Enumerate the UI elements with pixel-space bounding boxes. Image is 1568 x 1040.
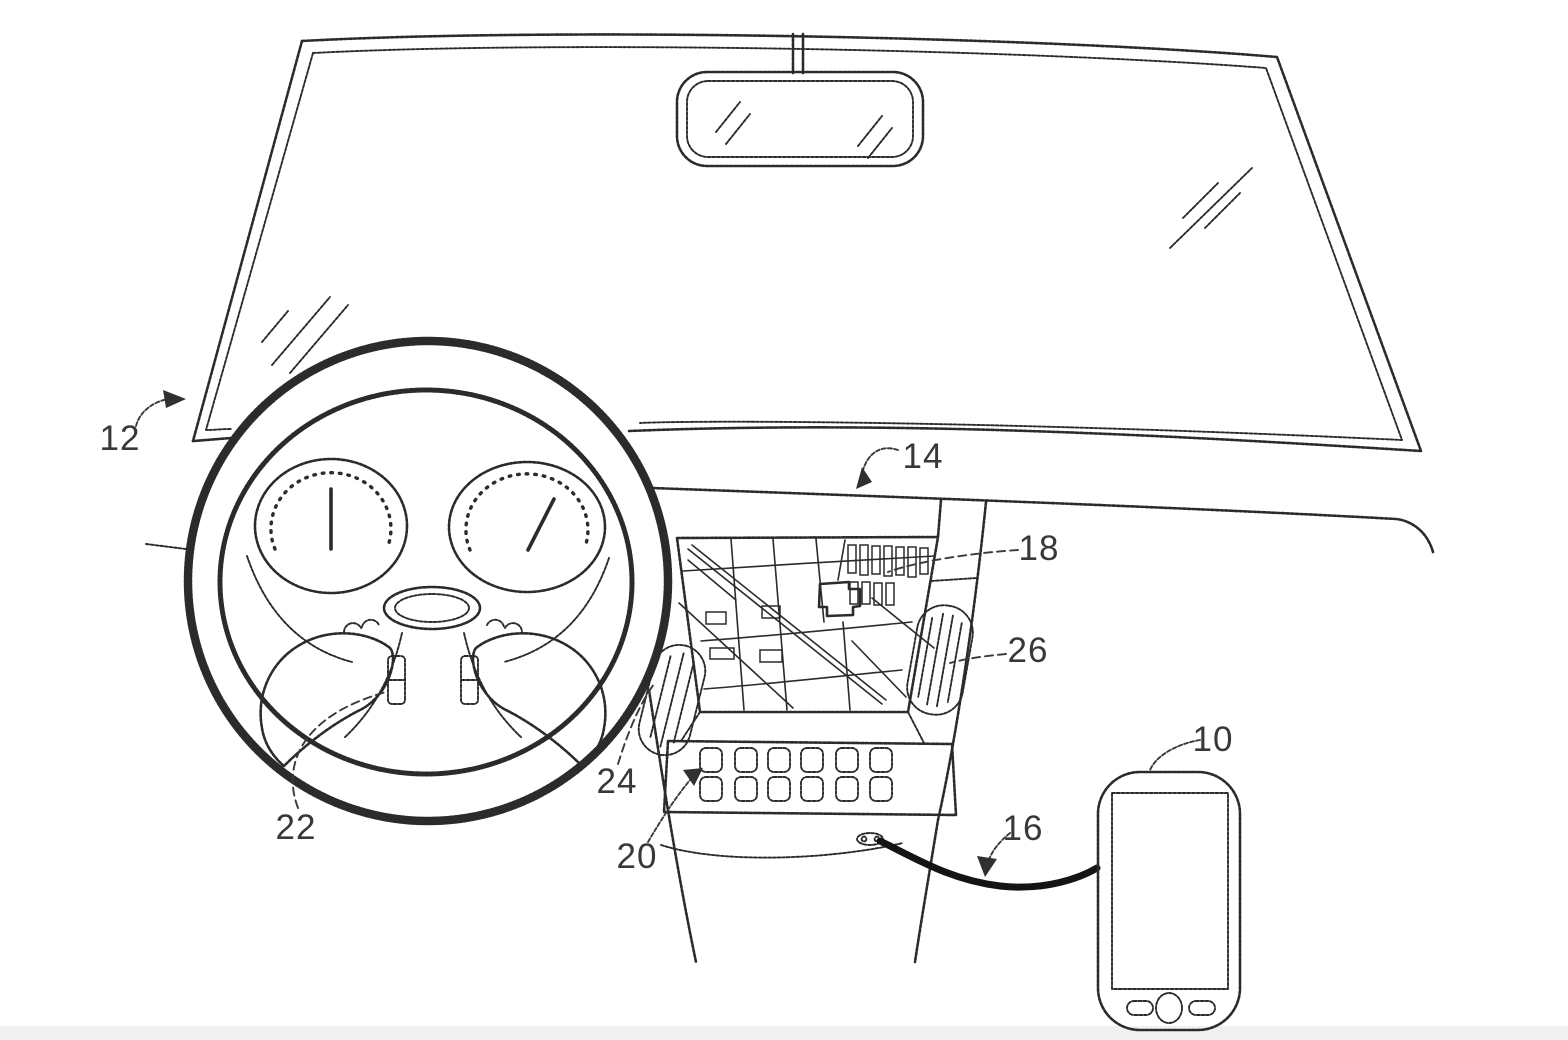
dashboard-edge — [650, 486, 1435, 554]
annotation-20: 20 — [617, 768, 703, 876]
annotation-18: 18 — [887, 529, 1060, 573]
spoke-thumb-bumps — [343, 618, 523, 633]
phone-left-button — [1126, 1000, 1154, 1016]
wheel-control-buttons — [387, 655, 479, 705]
display-bezel — [675, 535, 940, 714]
map-landmark-building — [817, 580, 862, 618]
wheel-inner-rim — [217, 387, 635, 777]
phone-right-button — [1188, 1000, 1216, 1016]
ref-label-14: 14 — [903, 437, 944, 476]
smartphone — [1096, 770, 1242, 1032]
panel-outline — [662, 739, 958, 817]
annotation-16: 16 — [977, 809, 1044, 877]
steering-wheel — [145, 336, 673, 826]
wheel-outer-rim — [183, 336, 673, 826]
navigation-map-display — [675, 535, 940, 714]
phone-body — [1096, 770, 1242, 1032]
map-streets — [678, 538, 936, 711]
ref-label-20: 20 — [617, 837, 658, 876]
horn-button — [382, 585, 482, 631]
mirror-stem — [791, 32, 805, 75]
ref-label-10: 10 — [1193, 720, 1234, 759]
right-gauge — [447, 460, 607, 594]
windshield — [191, 33, 1423, 453]
connection-cable — [876, 837, 1101, 891]
phone-screen — [1111, 792, 1229, 990]
ref-label-16: 16 — [1003, 809, 1044, 848]
glass-reflection-lower — [261, 296, 349, 374]
annotation-24: 24 — [597, 683, 655, 801]
console-right-edge — [913, 500, 988, 964]
instrument-cluster — [246, 457, 610, 663]
footer-strip — [0, 1026, 1568, 1040]
ref-label-26: 26 — [1008, 631, 1049, 670]
dashboard — [647, 486, 1435, 964]
annotations: 10 12 14 16 18 20 — [100, 390, 1234, 877]
annotation-10: 10 — [1149, 720, 1234, 771]
ref-label-22: 22 — [276, 808, 317, 847]
ref-label-12: 12 — [100, 419, 141, 458]
panel-buttons — [699, 747, 893, 802]
ref-label-24: 24 — [597, 762, 638, 801]
control-stalk — [145, 543, 187, 550]
annotation-26: 26 — [949, 631, 1049, 670]
annotation-14: 14 — [856, 437, 944, 489]
right-gauge-needle — [526, 497, 556, 552]
annotation-12: 12 — [100, 390, 186, 458]
annotation-22: 22 — [276, 691, 387, 847]
console-left-edge — [647, 688, 698, 964]
ref-label-18: 18 — [1019, 529, 1060, 568]
map-city-blocks — [705, 544, 929, 663]
console-button-panel — [662, 739, 958, 846]
right-air-vent — [906, 604, 974, 716]
phone-home-button — [1155, 992, 1183, 1024]
left-gauge — [253, 457, 409, 595]
glass-reflection-upper — [1169, 167, 1253, 249]
rearview-mirror — [675, 32, 925, 168]
left-air-vent — [637, 643, 707, 757]
